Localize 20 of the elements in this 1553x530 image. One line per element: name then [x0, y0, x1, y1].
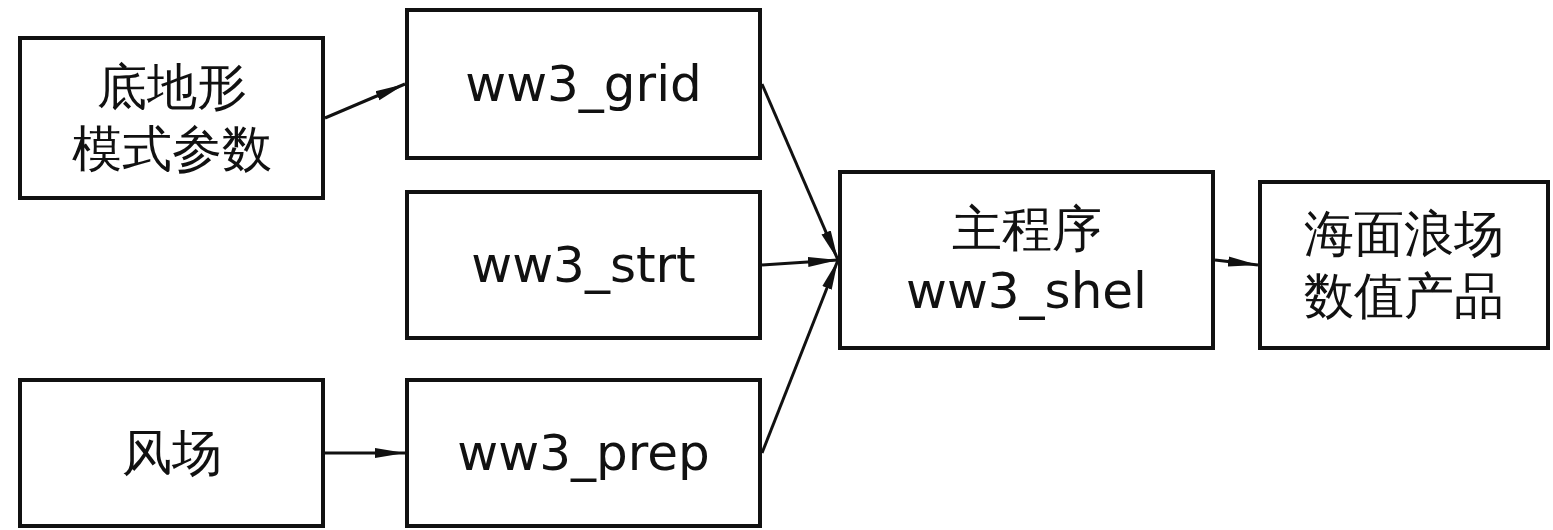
process-box	[838, 170, 1215, 350]
arrow	[761, 257, 839, 267]
box-label: ww3_shel	[906, 261, 1147, 322]
process-box	[405, 378, 762, 528]
box-label: 主程序	[951, 199, 1102, 260]
arrow	[1214, 256, 1259, 267]
process-box	[405, 8, 762, 160]
process-box	[1258, 180, 1550, 350]
box-label: 海面浪场数值产品	[1303, 204, 1505, 327]
process-box	[18, 378, 325, 528]
box-label: 底地形	[96, 57, 247, 118]
box-label: ww3_grid	[465, 54, 702, 115]
box-label: 风场	[121, 423, 222, 484]
arrow	[324, 82, 406, 120]
box-label: 模式参数	[71, 119, 272, 180]
process-box	[18, 36, 325, 200]
box-label: ww3_strt	[471, 235, 696, 296]
arrow	[325, 448, 405, 458]
box-label: ww3_prep	[457, 423, 710, 484]
process-box	[405, 190, 762, 340]
